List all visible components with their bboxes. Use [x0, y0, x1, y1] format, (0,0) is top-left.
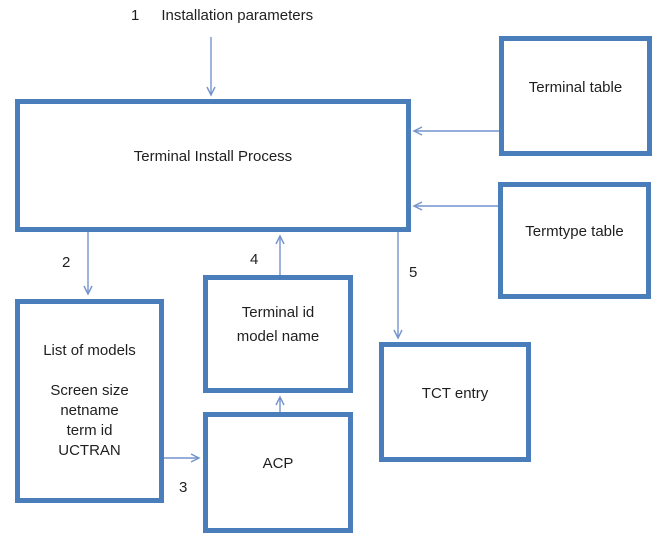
- acp-label: ACP: [262, 455, 294, 472]
- step4-number: 4: [250, 251, 259, 268]
- step5-number: 5: [409, 264, 418, 281]
- step1-annotation: 1 Installation parameters: [131, 6, 313, 26]
- list-of-models-box: List of models Screen size netname term …: [15, 299, 164, 503]
- terminal-install-process-box: Terminal Install Process: [15, 99, 411, 232]
- list-of-models-screen-size: Screen size: [50, 382, 129, 399]
- list-of-models-term-id: term id: [66, 422, 113, 439]
- acp-box: ACP: [203, 412, 353, 533]
- step1-number: 1: [131, 7, 140, 24]
- terminal-id-line: Terminal id: [241, 304, 315, 321]
- termtype-table-label: Termtype table: [525, 223, 624, 240]
- terminal-table-label: Terminal table: [528, 78, 623, 96]
- terminal-install-process-label: Terminal Install Process: [133, 148, 293, 165]
- model-name-line: model name: [236, 328, 320, 345]
- tct-entry-box: TCT entry: [379, 342, 531, 462]
- list-of-models-netname: netname: [60, 402, 119, 419]
- step3-number: 3: [179, 479, 188, 496]
- tct-entry-label: TCT entry: [421, 384, 489, 402]
- list-of-models-uctran: UCTRAN: [58, 442, 121, 459]
- step1-label: Installation parameters: [161, 7, 314, 24]
- terminal-table-box: Terminal table: [499, 36, 652, 156]
- list-of-models-title: List of models: [43, 342, 136, 359]
- step2-number: 2: [62, 254, 71, 271]
- termtype-table-box: Termtype table: [498, 182, 651, 299]
- terminal-id-model-name-box: Terminal id model name: [203, 275, 353, 393]
